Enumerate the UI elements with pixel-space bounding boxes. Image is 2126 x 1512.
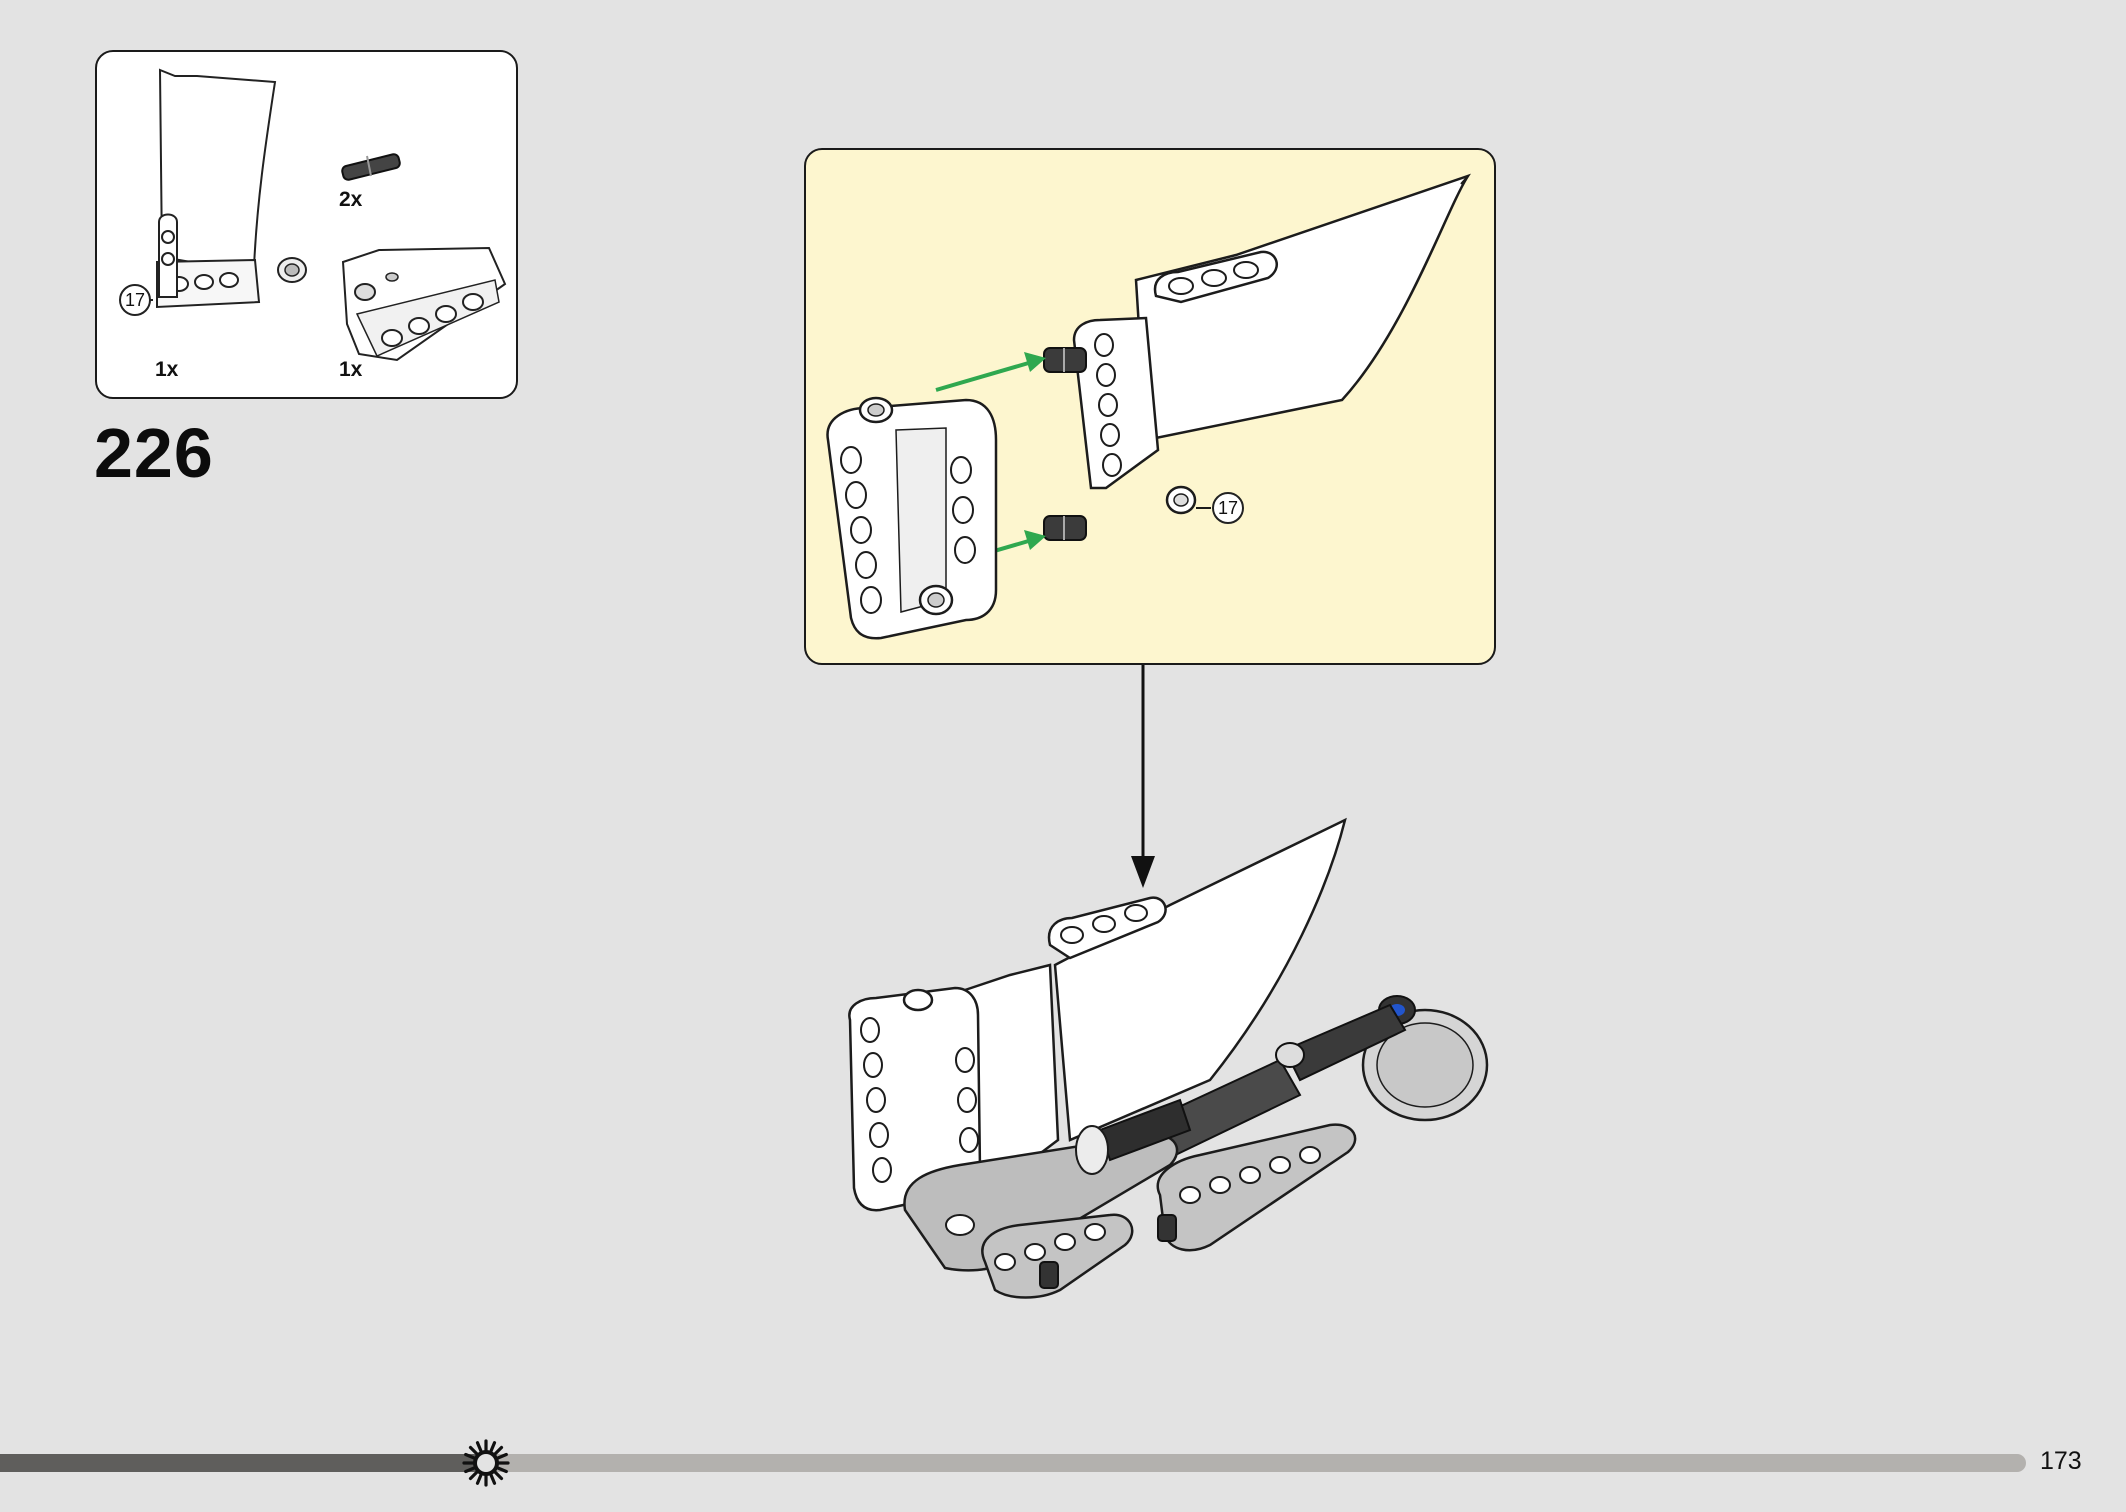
progress-track — [0, 1454, 2026, 1472]
sub-assembly-illustration — [826, 173, 1472, 640]
callout-badge: 17 — [119, 284, 151, 316]
part-quantity: 1x — [339, 358, 363, 381]
sub-assembly-box: 17 — [804, 148, 1496, 665]
gear-icon — [462, 1439, 510, 1487]
progress-fill — [0, 1454, 486, 1472]
connector-peg-part-icon — [341, 153, 401, 181]
step-number: 226 — [94, 414, 214, 492]
page-number: 173 — [2040, 1447, 2082, 1475]
parts-list-box: 2x 1x 1x 17 — [95, 50, 518, 399]
part-quantity: 1x — [155, 358, 179, 381]
curved-beam-part-icon — [341, 246, 507, 362]
callout-badge: 17 — [1212, 492, 1244, 524]
fairing-panel-part-icon — [131, 68, 307, 309]
part-quantity: 2x — [339, 188, 363, 211]
